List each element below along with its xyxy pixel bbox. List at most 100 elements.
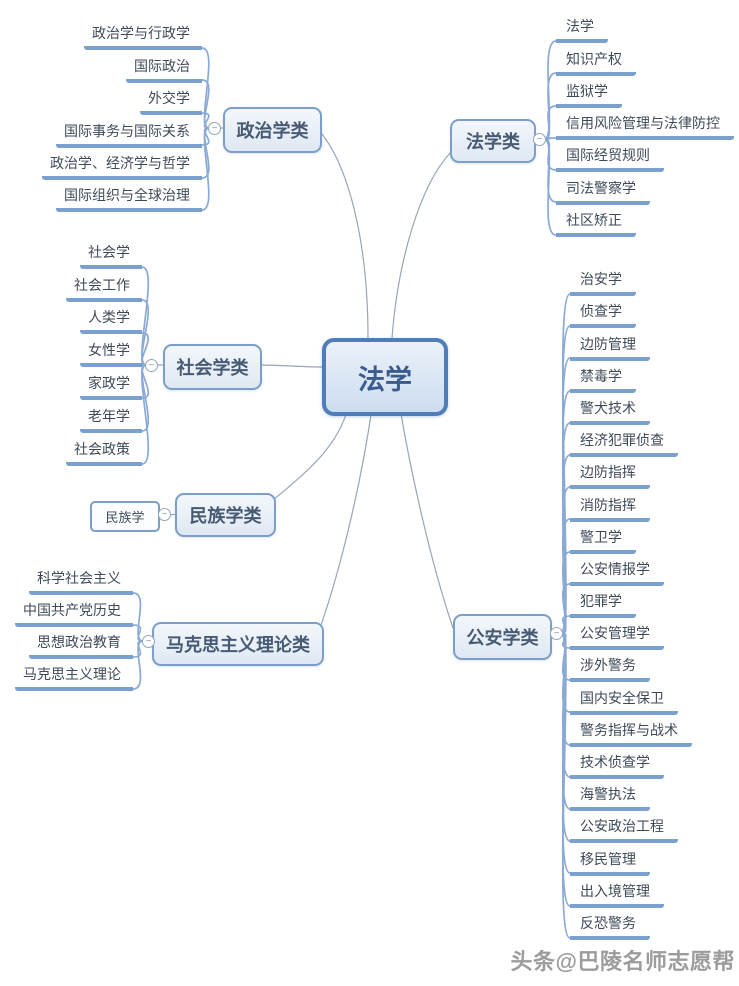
child-topic[interactable]: 中国共产党历史 (15, 595, 133, 627)
child-label: 社会学 (88, 243, 130, 260)
child-label: 科学社会主义 (37, 570, 121, 586)
child-topic[interactable]: 犯罪学 (570, 586, 636, 619)
child-topic[interactable]: 科学社会主义 (29, 563, 133, 595)
collapse-toggle-icon[interactable]: − (142, 635, 155, 648)
child-topic[interactable]: 政治学与行政学 (84, 18, 202, 51)
branch-bracket-curve (560, 325, 571, 634)
child-label: 思想政治教育 (37, 634, 121, 650)
child-topic[interactable]: 警犬技术 (570, 393, 650, 425)
child-label: 社会政策 (74, 440, 130, 457)
child-topic-ethnology[interactable]: 民族学 (90, 501, 160, 532)
child-topic[interactable]: 公安政治工程 (570, 811, 678, 844)
branch-bracket-curve (560, 632, 571, 939)
child-topic[interactable]: 老年学 (80, 400, 142, 433)
child-topic[interactable]: 禁毒学 (570, 361, 636, 393)
branch-bracket-curve (560, 632, 571, 713)
child-topic[interactable]: 公安管理学 (570, 618, 664, 651)
child-topic[interactable]: 政治学、经济学与哲学 (42, 148, 202, 180)
child-topic[interactable]: 警务指挥与战术 (570, 715, 692, 747)
child-label: 老年学 (88, 407, 130, 424)
branch-bracket-curve (201, 79, 210, 129)
child-label: 涉外警务 (580, 657, 636, 674)
collapse-toggle-icon[interactable]: − (145, 359, 158, 372)
branch-bracket-curve (141, 266, 150, 366)
branch-node-marxism[interactable]: 马克思主义理论类 (152, 622, 324, 666)
child-topic[interactable]: 公安情报学 (570, 554, 664, 586)
child-topic[interactable]: 警卫学 (570, 522, 636, 554)
child-topic[interactable]: 家政学 (80, 367, 142, 400)
branch-node-law[interactable]: 法学类 (450, 119, 536, 163)
child-topic[interactable]: 人类学 (80, 302, 142, 335)
child-label: 外交学 (148, 90, 190, 107)
child-topic[interactable]: 侦查学 (570, 296, 636, 329)
link-law-root (391, 151, 452, 339)
child-label: 侦查学 (580, 303, 622, 320)
branch-node-politics[interactable]: 政治学类 (223, 107, 322, 153)
child-topic[interactable]: 反恐警务 (570, 908, 650, 940)
root-node[interactable]: 法学 (322, 338, 448, 416)
branch-bracket-curve (560, 632, 571, 778)
branch-bracket-curve (141, 364, 150, 465)
link-marxism-root (319, 407, 373, 629)
child-label: 女性学 (88, 342, 130, 359)
child-topic[interactable]: 信用风险管理与法律防控 (556, 108, 734, 141)
child-topic[interactable]: 边防指挥 (570, 457, 650, 490)
child-label: 法学 (566, 18, 594, 35)
child-topic[interactable]: 国际事务与国际关系 (56, 115, 202, 148)
child-topic[interactable]: 国际政治 (126, 50, 202, 83)
branch-bracket-curve (141, 299, 150, 366)
branch-node-public-security[interactable]: 公安学类 (453, 614, 552, 660)
watermark: 头条@巴陵名师志愿帮 (510, 949, 735, 974)
link-ethnology-root (272, 407, 349, 501)
branch-node-sociology[interactable]: 社会学类 (163, 344, 262, 390)
child-topic[interactable]: 社会政策 (66, 433, 142, 466)
child-topic[interactable]: 外交学 (140, 83, 202, 116)
child-topic[interactable]: 社会工作 (66, 269, 142, 302)
child-topic[interactable]: 治安学 (570, 264, 636, 297)
collapse-toggle-icon[interactable]: − (158, 508, 171, 521)
child-label: 反恐警务 (580, 914, 636, 931)
branch-bracket-curve (141, 364, 150, 432)
branch-bracket-curve (132, 640, 144, 690)
child-topic[interactable]: 技术侦查学 (570, 747, 664, 779)
child-topic[interactable]: 司法警察学 (556, 172, 650, 205)
child-label: 社区矫正 (566, 212, 622, 229)
child-label: 中国共产党历史 (23, 602, 121, 618)
child-label: 技术侦查学 (580, 754, 650, 770)
child-topic[interactable]: 女性学 (80, 334, 142, 368)
child-topic[interactable]: 国际组织与全球治理 (56, 180, 202, 213)
child-topic[interactable]: 监狱学 (556, 76, 622, 108)
child-label: 监狱学 (566, 82, 608, 99)
collapse-toggle-icon[interactable]: − (208, 122, 221, 135)
collapse-toggle-icon[interactable]: − (533, 133, 546, 146)
child-topic[interactable]: 社会学 (80, 236, 142, 269)
branch-bracket-curve (560, 390, 571, 634)
child-topic[interactable]: 涉外警务 (570, 650, 650, 683)
child-topic[interactable]: 海警执法 (570, 779, 650, 812)
branch-bracket-curve (560, 357, 571, 634)
collapse-toggle-icon[interactable]: − (550, 627, 563, 640)
child-topic[interactable]: 消防指挥 (570, 489, 650, 522)
child-topic[interactable]: 移民管理 (570, 843, 650, 876)
child-label: 信用风险管理与法律防控 (566, 115, 720, 132)
link-pubsec-root (399, 407, 454, 629)
branch-bracket-curve (543, 138, 557, 171)
branch-bracket-curve (560, 551, 571, 634)
branch-bracket-curve (560, 632, 571, 907)
child-topic[interactable]: 国际经贸规则 (556, 140, 664, 173)
child-topic[interactable]: 经济犯罪侦查 (570, 425, 678, 458)
child-topic[interactable]: 边防管理 (570, 328, 650, 361)
child-topic[interactable]: 马克思主义理论 (15, 659, 133, 691)
child-label: 边防管理 (580, 335, 636, 352)
child-topic[interactable]: 思想政治教育 (29, 627, 133, 659)
branch-node-ethnology[interactable]: 民族学类 (175, 493, 276, 537)
branch-bracket-curve (560, 632, 571, 681)
child-topic[interactable]: 法学 (556, 11, 608, 44)
child-topic[interactable]: 国内安全保卫 (570, 682, 678, 715)
child-topic[interactable]: 社区矫正 (556, 205, 636, 238)
branch-bracket-curve (560, 486, 571, 634)
child-topic[interactable]: 知识产权 (556, 43, 636, 76)
root-label: 法学 (358, 364, 412, 395)
child-topic[interactable]: 出入境管理 (570, 876, 664, 908)
child-label: 知识产权 (566, 50, 622, 67)
